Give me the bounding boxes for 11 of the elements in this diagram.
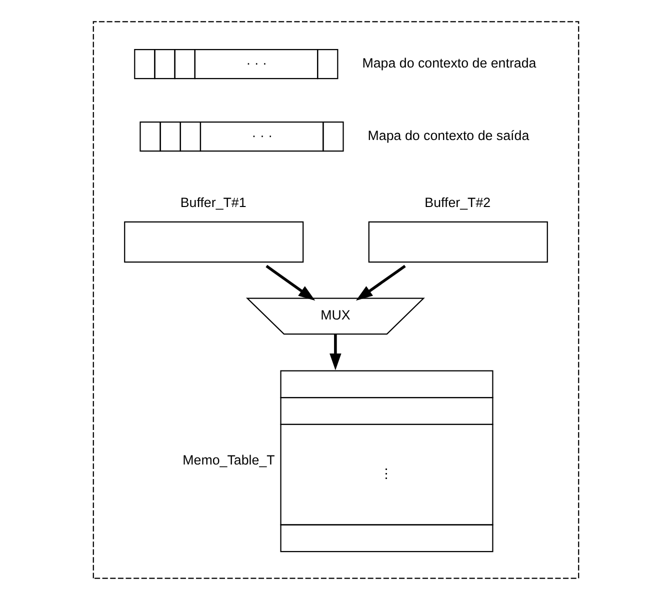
- node-label: Buffer_T#2: [424, 194, 491, 210]
- arrow: [356, 264, 406, 301]
- cluster: [92, 21, 580, 579]
- node-label: Memo_Table_T: [182, 452, 275, 468]
- node-box: [124, 221, 304, 263]
- arrow: [266, 264, 316, 301]
- arrow: [330, 334, 342, 370]
- node-label: Mapa do contexto de saída: [368, 128, 530, 144]
- node-label: Buffer_T#1: [180, 194, 246, 210]
- node-box: [368, 221, 548, 263]
- node-label: Mapa do contexto de entrada: [362, 56, 536, 71]
